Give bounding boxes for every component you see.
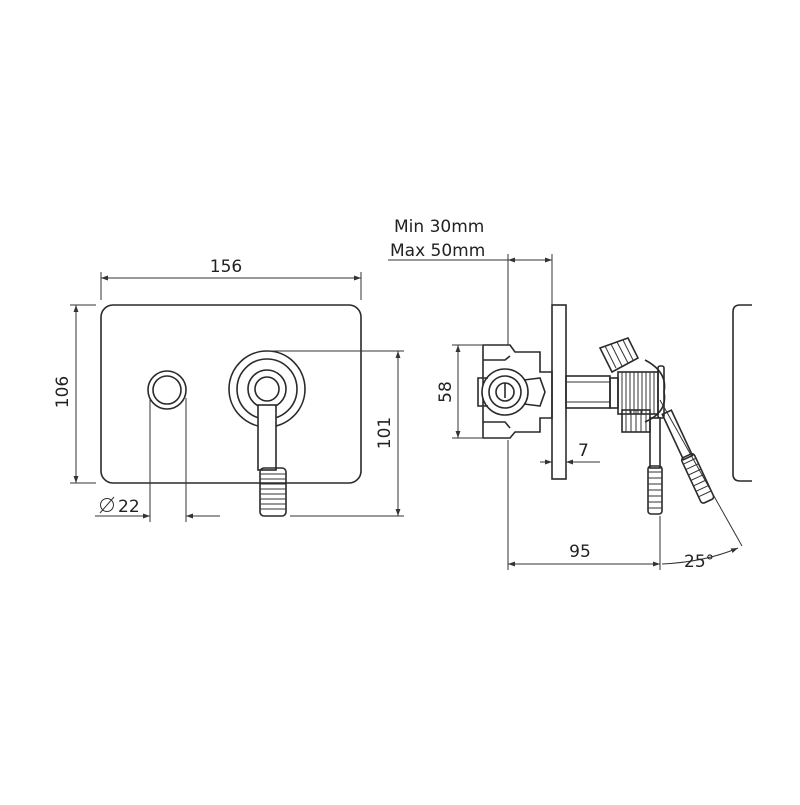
flange-thickness-label: 7 [578, 441, 589, 461]
plate-width-label: 156 [210, 257, 242, 277]
dimension-button-diameter: 22 [95, 398, 220, 522]
wall-min-label: Min 30mm [394, 217, 484, 237]
total-projection-label: 95 [569, 542, 591, 562]
upper-hose [598, 337, 640, 374]
diameter-symbol-icon [99, 496, 115, 514]
knurled-cylinder [617, 371, 659, 433]
dimension-wall-thickness: Min 30mm Max 50mm [388, 217, 553, 345]
mounting-flange [551, 304, 567, 480]
dimension-plate-width: 156 [100, 257, 362, 300]
push-button [147, 370, 187, 410]
spindle [565, 375, 619, 409]
dimension-hose-angle: 25° [659, 399, 743, 572]
dimension-plate-height: 106 [53, 304, 96, 484]
dimension-total-projection: 95 [507, 440, 661, 570]
wall-outline [732, 304, 752, 482]
dimension-handle-height: 101 [267, 350, 404, 517]
hose-angle-label: 25° [684, 552, 714, 572]
handle-height-label: 101 [375, 417, 395, 449]
valve-body [477, 344, 553, 439]
mixer-handle [228, 350, 306, 517]
dimension-body-depth: 58 [436, 344, 482, 439]
escutcheon-ring [644, 359, 666, 423]
body-depth-label: 58 [436, 381, 456, 403]
plate-height-label: 106 [53, 376, 73, 408]
side-view: 58 Min 30mm Max 50mm 7 95 [388, 217, 752, 572]
dimension-flange-thickness: 7 [540, 418, 600, 468]
button-diameter-label: 22 [118, 497, 140, 517]
handle-vertical-position [647, 417, 663, 515]
wall-max-label: Max 50mm [390, 241, 485, 261]
cover-plate [100, 304, 362, 484]
handle-knurled-grip [259, 467, 287, 517]
handle-rotated-position [661, 409, 715, 504]
front-view: 156 106 101 22 [53, 257, 404, 522]
